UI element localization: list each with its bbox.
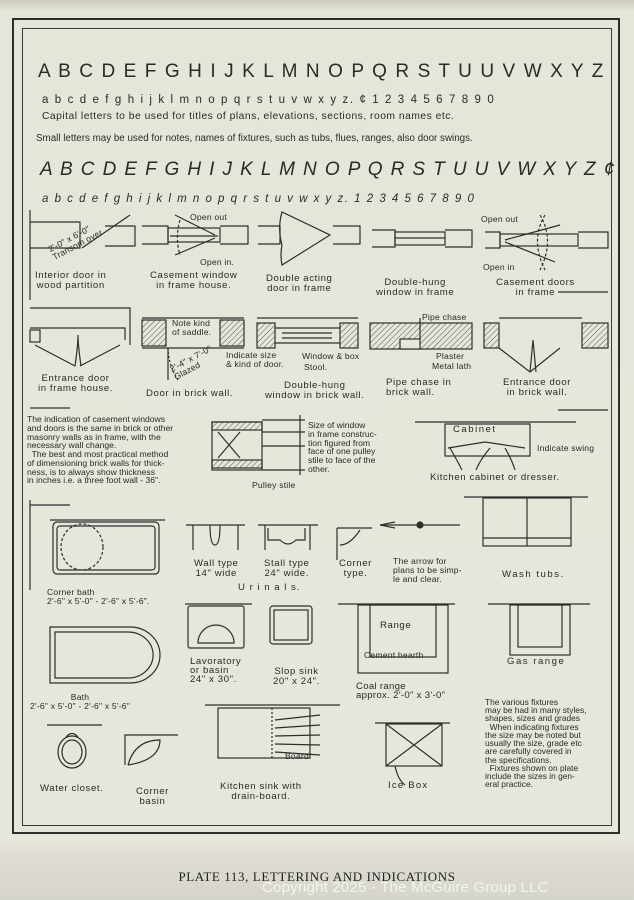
kitchen-sink-label: Kitchen sink with drain-board. (220, 781, 302, 803)
urinal-wall-type-label: Wall type 14" wide (194, 558, 239, 580)
entrance-door-brick-symbol (483, 291, 609, 411)
open-in-label-2: Open in (483, 262, 515, 272)
indicate-size-note: Indicate size & kind of door. (226, 350, 284, 370)
saddle-note: Note kind of saddle. (172, 318, 212, 338)
metal-lath-label: Metal lath (432, 361, 472, 371)
casement-doors-label: Casement doors in frame (496, 277, 575, 299)
door-brick-wall-symbol (141, 317, 245, 381)
slop-sink-label: Slop sink 20" x 24". (273, 666, 320, 688)
double-hung-window-label: Double-hung window in frame (376, 277, 455, 299)
lowercase-alphabet-upright: a b c d e f g h i j k l m n o p q r s t … (42, 94, 496, 106)
corner-bath-label: Corner bath 2'-6" x 5'-0" - 2'-6" x 5'-6… (47, 587, 150, 607)
stool-label: Stool. (304, 362, 328, 372)
pulley-stile-detail (211, 415, 305, 475)
gas-range-label: Gas range (507, 656, 566, 667)
double-hung-brick-window-symbol (256, 317, 359, 349)
small-letters-usage-note: Small letters may be used for notes, nam… (36, 133, 473, 144)
water-closet-symbol (47, 724, 102, 769)
urinal-stall-type-label: Stall type 24" wide. (264, 558, 310, 580)
coal-range-label: Coal range approx. 2'-0" x 3'-0" (356, 681, 446, 702)
entrance-door-frame-label: Entrance door in frame house. (38, 373, 114, 395)
range-symbol (338, 603, 455, 674)
inner-border (22, 28, 612, 826)
pipe-chase-label: Pipe chase (422, 312, 467, 322)
urinals-symbols (186, 524, 372, 560)
double-acting-door-symbol (258, 211, 361, 266)
kitchen-sink-symbol (205, 704, 340, 759)
ice-box-label: Ice Box (388, 780, 429, 791)
board-label: Board (285, 751, 309, 761)
indicate-swing-label: Indicate swing (537, 443, 595, 453)
lavatory-symbol (185, 603, 252, 649)
door-brick-wall-label: Door in brick wall. (146, 388, 234, 399)
pulley-stile-label: Pulley stile (252, 480, 296, 490)
corner-basin-label: Corner basin (136, 786, 169, 808)
north-arrow-symbol (379, 521, 460, 529)
outer-border (12, 18, 620, 834)
open-in-label: Open in. (200, 257, 235, 267)
uppercase-alphabet-italic: A B C D E F G H I J K L M N O P Q R S T … (40, 159, 616, 180)
uppercase-alphabet-upright: A B C D E F G H I J K L M N O P Q R S T … (38, 61, 605, 82)
bath-symbol (49, 626, 161, 684)
open-out-label: Open out (190, 212, 227, 222)
wash-tubs-symbol (464, 496, 588, 547)
cement-hearth-label: Cement hearth (364, 650, 424, 660)
pipe-chase-brick-label: Pipe chase in brick wall. (386, 377, 452, 399)
fixtures-note: The various fixtures may be had in many … (485, 697, 587, 790)
window-size-note: Size of window in frame construc- tion f… (308, 420, 377, 474)
slop-sink-symbol (269, 605, 313, 645)
interior-door-symbol (29, 210, 136, 300)
plaster-label: Plaster (436, 351, 465, 361)
pipe-chase-symbol (369, 318, 473, 350)
kitchen-cabinet-symbol (415, 421, 576, 471)
casement-dimension-note: The indication of casement windows and d… (27, 414, 174, 486)
ice-box-symbol (375, 722, 450, 786)
plate-caption: PLATE 113, LETTERING AND INDICATIONS (178, 869, 456, 884)
double-hung-window-symbol (372, 229, 473, 248)
wall-line (29, 500, 70, 590)
corner-bath-symbol (50, 519, 165, 575)
arrow-note: The arrow for plans to be simp- le and c… (393, 556, 462, 585)
double-acting-door-label: Double acting door in frame (266, 273, 333, 295)
cabinet-label: Cabinet (453, 424, 497, 435)
lavatory-label: Lavoratory or basin 24" x 30". (190, 656, 242, 686)
window-box-label: Window & box (302, 351, 360, 361)
range-label: Range (380, 620, 412, 631)
double-hung-brick-label: Double-hung window in brick wall. (265, 380, 365, 402)
wash-tubs-label: Wash tubs. (502, 569, 565, 580)
entrance-door-frame-symbol (29, 307, 131, 367)
bath-label: Bath 2'-6" x 5'-0" - 2'-6" x 5'-6" (30, 692, 131, 712)
water-closet-label: Water closet. (40, 783, 104, 794)
interior-door-label: Interior door in wood partition (35, 270, 107, 292)
corner-basin-symbol (124, 734, 178, 766)
entrance-door-brick-label: Entrance door in brick wall. (503, 377, 572, 399)
capitals-usage-note: Capital letters to be used for titles of… (42, 111, 455, 122)
casement-doors-symbol (485, 214, 609, 271)
gas-range-symbol (488, 603, 590, 656)
lowercase-alphabet-italic: a b c d e f g h i j k l m n o p q r s t … (42, 193, 476, 205)
casement-window-symbol (142, 214, 249, 256)
urinals-heading: U r i n a l s. (238, 582, 301, 593)
slop-sink-inner (273, 609, 309, 641)
kitchen-cabinet-label: Kitchen cabinet or dresser. (430, 472, 560, 483)
open-out-label-2: Open out (481, 214, 518, 224)
casement-window-label: Casement window in frame house. (150, 270, 238, 292)
copyright-watermark: Copyright 2025 - The McGuire Group LLC (262, 879, 549, 896)
urinal-corner-type-label: Corner type. (339, 558, 372, 580)
